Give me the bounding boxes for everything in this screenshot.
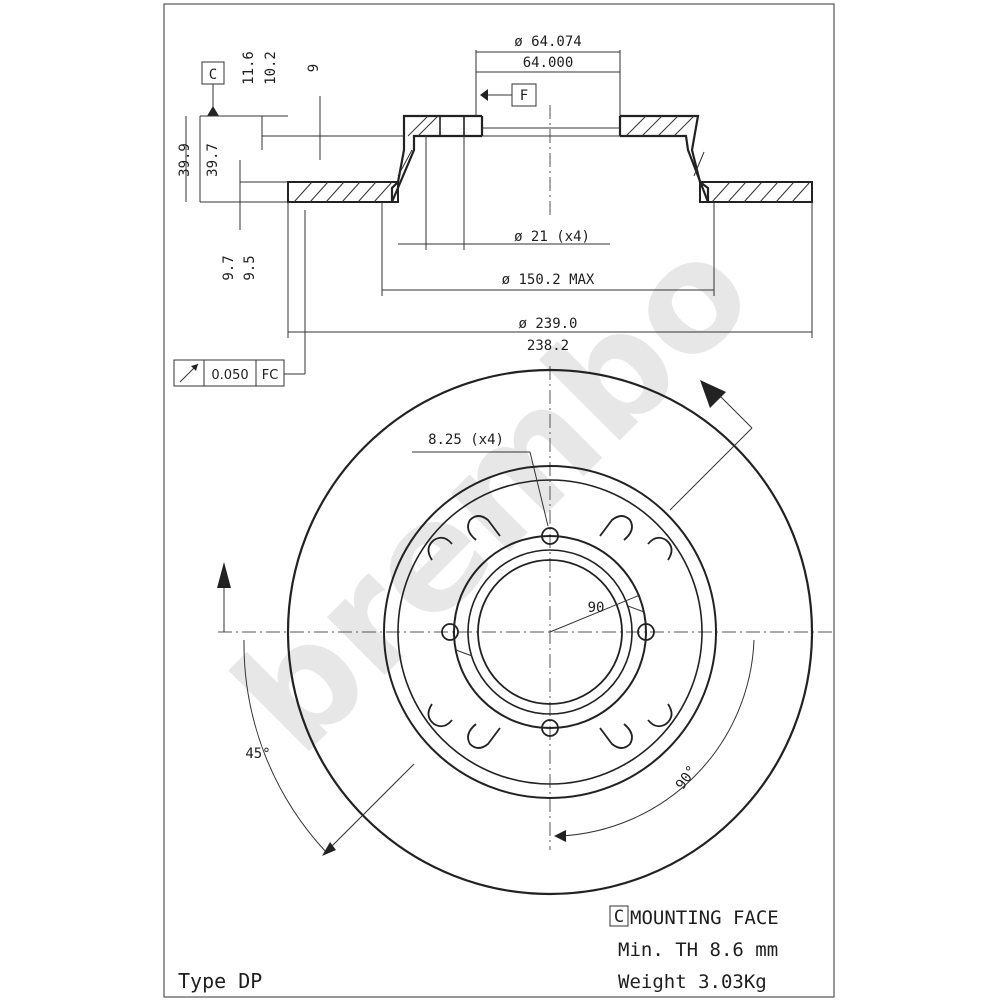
- dim-hub-bore-max: ø 64.074: [514, 34, 581, 50]
- datum-f-label: F: [520, 88, 528, 104]
- angle-arc-90: [559, 639, 755, 837]
- centre-bore: [477, 559, 623, 705]
- front-view: 90 8.25 (x4) 45° 90°: [217, 366, 832, 896]
- hat-right-wall: [620, 114, 702, 183]
- runout-tolerance-frame: 0.050 FC: [173, 359, 285, 387]
- mounting-face-note: MOUNTING FACE: [630, 907, 779, 929]
- dim-outer-diameter-max: ø 239.0: [518, 316, 577, 332]
- bolt-hole: [541, 719, 559, 737]
- dim-outer-diameter-min: 238.2: [527, 338, 569, 354]
- notes-block: C MOUNTING FACE Min. TH 8.6 mm Weight 3.…: [178, 905, 779, 993]
- cooling-slots: [427, 515, 673, 749]
- runout-icon: [179, 363, 199, 383]
- mounting-face-c-label: C: [614, 907, 624, 927]
- hat-outer-circle: [383, 465, 717, 799]
- runout-value: 0.050: [211, 368, 248, 383]
- rotation-arrow: [700, 380, 726, 408]
- bolt-hole: [637, 623, 655, 641]
- dim-bolt-holes: ø 21 (x4): [514, 229, 590, 245]
- section-view: C F ø 64.074 64.000 39.9 39.7 11.6 10.2 …: [173, 34, 813, 387]
- dim-overall-height-max: 39.9: [177, 143, 193, 177]
- dim-bolt-hole-size: 8.25 (x4): [428, 432, 504, 448]
- weight-note: Weight 3.03Kg: [618, 971, 767, 993]
- min-thickness-note: Min. TH 8.6 mm: [618, 939, 778, 961]
- dim-angle-45: 45°: [245, 746, 270, 762]
- runout-datum: FC: [262, 368, 279, 383]
- dim-overall-height-min: 39.7: [205, 143, 221, 177]
- angle-arc-45: [243, 639, 327, 853]
- section-hatch: [293, 115, 811, 203]
- dim-hat-thickness-min: 10.2: [263, 51, 279, 85]
- right-flange: [699, 181, 813, 203]
- dim-hub-step: 9: [306, 64, 322, 72]
- type-note: Type DP: [178, 969, 262, 993]
- direction-arrow-icon: [217, 562, 231, 588]
- dim-hat-thickness-max: 11.6: [241, 51, 257, 85]
- dim-disc-thickness-max: 9.7: [221, 255, 237, 280]
- dim-pcd-radius: 90: [588, 600, 605, 616]
- sheet-frame: [163, 3, 835, 998]
- mounting-face-c-box: [609, 905, 629, 927]
- bolt-hole: [441, 623, 459, 641]
- left-flange: [287, 181, 399, 203]
- bolt-hole: [541, 527, 559, 545]
- dim-disc-thickness-min: 9.5: [242, 255, 258, 280]
- dim-angle-90: 90°: [673, 763, 701, 793]
- datum-c-label: C: [209, 67, 217, 83]
- dim-hat-diameter: ø 150.2 MAX: [502, 272, 595, 288]
- disc-outer-edge: [286, 368, 814, 896]
- dim-hub-bore-min: 64.000: [523, 55, 574, 71]
